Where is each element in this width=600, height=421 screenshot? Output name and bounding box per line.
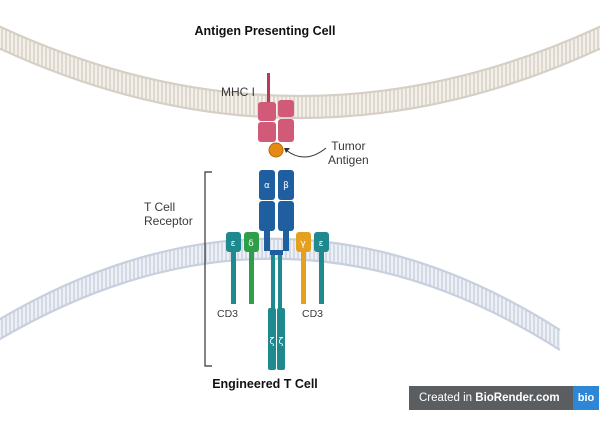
biorender-badge[interactable]: Created in BioRender.com bio — [409, 386, 599, 410]
apc-membrane — [0, 25, 600, 120]
tcr-bracket — [204, 171, 212, 367]
cd3-left-label: CD3 — [217, 308, 239, 320]
tcr-label-line2: Receptor — [144, 214, 193, 228]
biorender-logo-icon: bio — [573, 386, 599, 410]
mhc-i-molecule — [258, 73, 294, 142]
tumor-antigen-arrow — [285, 147, 327, 158]
tumor-label-line1: Tumor — [331, 139, 366, 153]
tcr-alpha-beta: α β — [259, 170, 294, 251]
cd3-right-label: CD3 — [302, 308, 324, 320]
gamma-label: γ — [300, 239, 306, 249]
tumor-antigen-icon — [268, 142, 284, 158]
delta-label: δ — [248, 239, 254, 249]
badge-brand: BioRender.com — [475, 392, 560, 404]
badge-prefix: Created in — [419, 392, 476, 404]
cd3-left-complex: ε δ — [226, 232, 259, 304]
alpha-label: α — [264, 181, 270, 191]
epsilon-left-label: ε — [231, 239, 236, 249]
badge-text: Created in BioRender.com — [409, 392, 573, 404]
tumor-label-line2: Antigen — [328, 153, 369, 167]
cd3-right-complex: γ ε — [296, 232, 329, 304]
zeta-left-label: ζ — [270, 337, 275, 347]
apc-title: Antigen Presenting Cell — [194, 24, 336, 38]
zeta-right-label: ζ — [279, 337, 284, 347]
tcr-label: T Cell Receptor — [144, 200, 193, 228]
tcr-label-line1: T Cell — [144, 200, 176, 214]
arrow-head-icon — [284, 148, 290, 153]
beta-label: β — [283, 181, 289, 191]
tumor-antigen-label: Tumor Antigen — [328, 139, 369, 167]
tcell-membrane — [0, 237, 561, 351]
mhc-label: MHC I — [221, 85, 255, 99]
epsilon-right-label: ε — [319, 239, 324, 249]
zeta-chains: ζ ζ — [268, 250, 285, 370]
tcell-title: Engineered T Cell — [212, 377, 318, 391]
